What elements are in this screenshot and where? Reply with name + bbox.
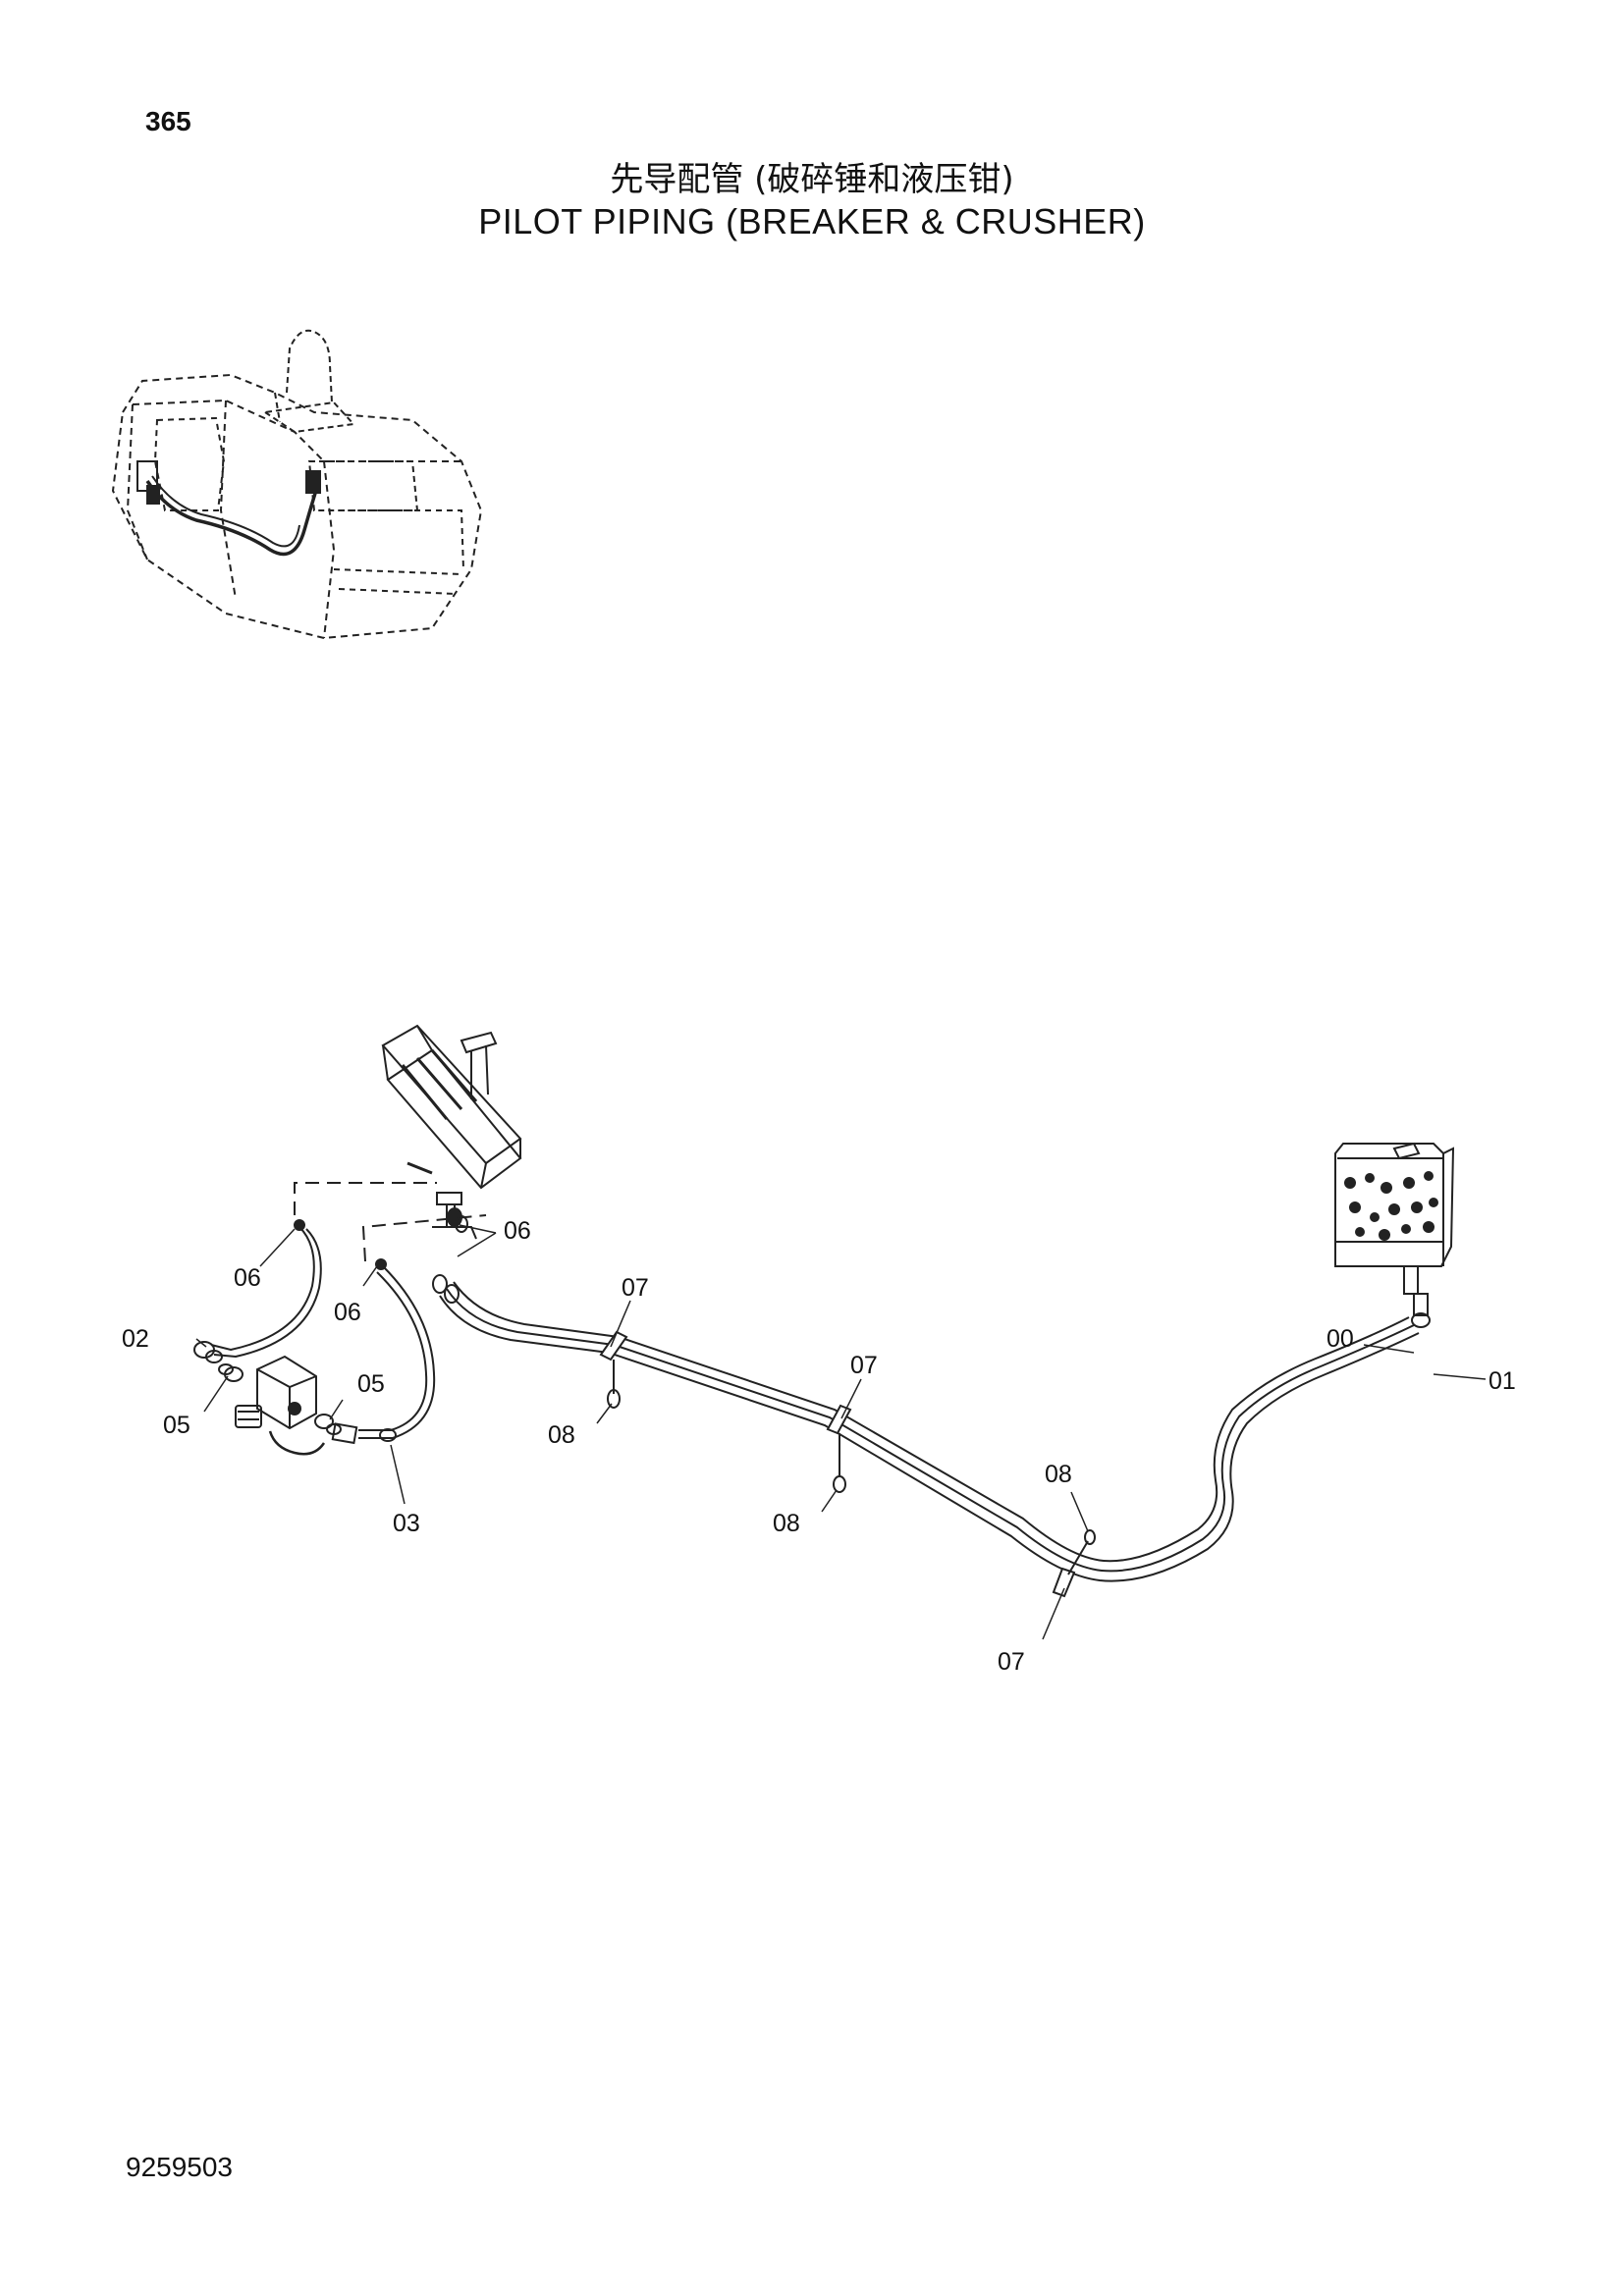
callout-03: 03 (393, 1510, 420, 1537)
callout-07-second-clamp: 07 (850, 1352, 878, 1379)
callout-07-first-clamp: 07 (622, 1274, 649, 1302)
callout-05-left: 05 (163, 1412, 190, 1439)
callout-08-first-bolt: 08 (548, 1421, 575, 1449)
callout-06-right-hose: 06 (334, 1299, 361, 1326)
title-chinese: 先导配管 (破碎锤和液压钳) (610, 160, 1014, 199)
callout-06-left-hose: 06 (234, 1264, 261, 1292)
page-number: 365 (145, 106, 191, 136)
callout-06-pilot-valve: 06 (504, 1217, 531, 1245)
callout-00: 00 (1326, 1325, 1354, 1353)
pilot-valve-assembly (381, 1024, 522, 1240)
dashed-leader-lines (294, 1182, 487, 1262)
solenoid-valve-block (235, 1355, 326, 1456)
callout-05-right: 05 (357, 1370, 385, 1398)
callout-07-third-clamp: 07 (998, 1648, 1025, 1676)
document-code: 9259503 (126, 2152, 234, 2182)
callout-02: 02 (122, 1325, 149, 1353)
hose-left-group (193, 1219, 436, 1445)
callout-labels: 06 06 06 02 05 05 03 07 07 07 08 08 08 0… (122, 1217, 1516, 1676)
title-english: PILOT PIPING (BREAKER & CRUSHER) (478, 201, 1146, 241)
callout-08-third-bolt: 08 (1045, 1461, 1072, 1488)
machine-overview-illustration (111, 329, 483, 640)
callout-leaders (195, 1224, 1487, 1640)
callout-08-second-bolt: 08 (773, 1510, 800, 1537)
callout-01: 01 (1489, 1367, 1516, 1395)
hose-main-run (432, 1207, 1420, 1598)
control-valve (1334, 1142, 1455, 1328)
